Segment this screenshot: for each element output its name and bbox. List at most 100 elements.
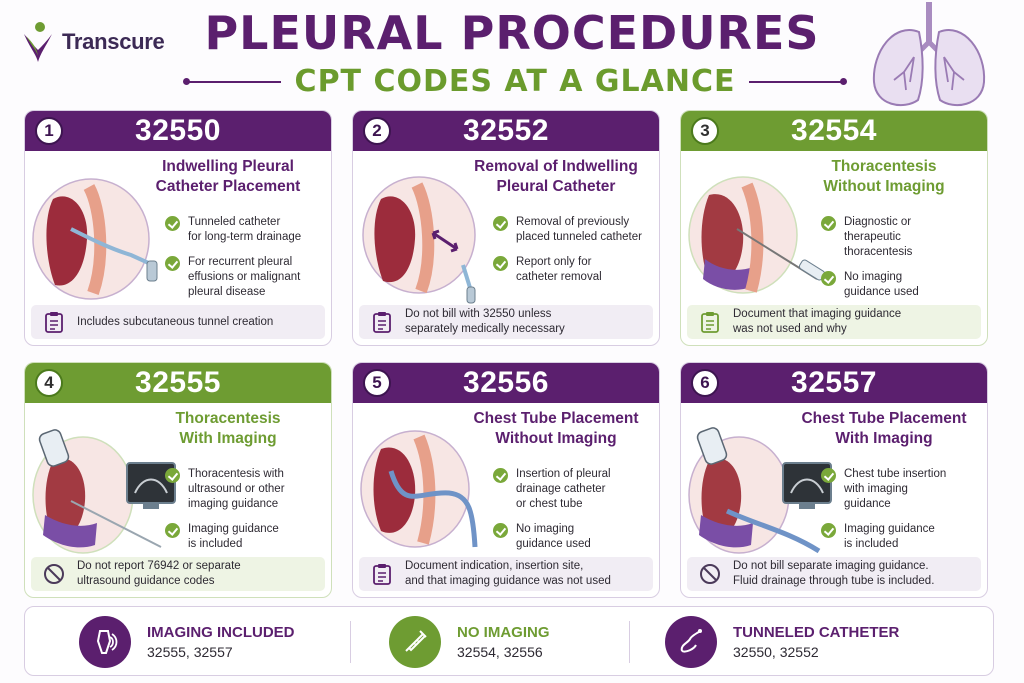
cpt-code: 32557 (791, 366, 877, 399)
subtitle-rule-right (749, 78, 847, 85)
procedure-card-32557: 6 32557 Chest Tube Placement With Imagin… (680, 362, 988, 598)
bullet-list: Chest tube insertion with imaging guidan… (821, 467, 986, 562)
check-icon (493, 523, 508, 538)
card-note: Do not bill with 32550 unless separately… (359, 305, 653, 339)
footer-label: TUNNELED CATHETER (733, 624, 900, 641)
procedure-name-line: Chest Tube Placement (801, 410, 967, 427)
procedure-illustration (31, 421, 181, 561)
check-icon (165, 523, 180, 538)
procedure-name: Indwelling Pleural Catheter Placement (125, 157, 331, 197)
procedure-name-line: Thoracentesis (831, 158, 937, 175)
note-text: Do not bill separate imaging guidance. F… (733, 560, 935, 587)
transcure-logo-icon (24, 22, 52, 62)
bullet-text: Chest tube insertion with imaging guidan… (844, 468, 947, 510)
footer-item-imaging-included: IMAGING INCLUDED 32555, 32557 (79, 615, 295, 669)
procedure-name: Thoracentesis Without Imaging (781, 157, 987, 197)
card-note: Includes subcutaneous tunnel creation (31, 305, 325, 339)
bullet-item: Tunneled catheter for long-term drainage (165, 215, 330, 245)
bullet-list: Removal of previously placed tunneled ca… (493, 215, 658, 295)
card-header: 1 32550 (25, 111, 331, 151)
procedure-name-line: Thoracentesis (175, 410, 281, 427)
procedure-illustration (359, 169, 509, 309)
card-header: 6 32557 (681, 363, 987, 403)
check-icon (821, 216, 836, 231)
procedure-name: Removal of Indwelling Pleural Catheter (453, 157, 659, 197)
summary-footer: IMAGING INCLUDED 32555, 32557 NO IMAGING… (24, 606, 994, 676)
check-icon (493, 256, 508, 271)
bullet-item: For recurrent pleural effusions or malig… (165, 255, 330, 300)
footer-divider (350, 621, 351, 663)
note-text: Do not report 76942 or separate ultrasou… (77, 560, 241, 587)
check-icon (165, 216, 180, 231)
bullet-text: Insertion of pleural drainage catheter o… (516, 468, 611, 510)
procedure-name-line: With Imaging (179, 430, 277, 447)
procedure-name: Thoracentesis With Imaging (125, 409, 331, 449)
procedure-illustration (31, 169, 181, 309)
bullet-list: Tunneled catheter for long-term drainage… (165, 215, 330, 310)
syringe-icon (389, 616, 441, 668)
procedure-illustration (359, 421, 509, 561)
card-number: 6 (691, 369, 719, 397)
cpt-code: 32550 (135, 114, 221, 147)
card-note: Do not report 76942 or separate ultrasou… (31, 557, 325, 591)
check-icon (165, 256, 180, 271)
bullet-text: No imaging guidance used (516, 523, 591, 550)
bullet-text: Imaging guidance is included (844, 523, 935, 550)
bullet-item: No imaging guidance used (493, 522, 658, 552)
no-sign-icon (699, 563, 721, 585)
check-icon (821, 468, 836, 483)
procedure-name-line: Without Imaging (823, 178, 945, 195)
note-text: Do not bill with 32550 unless separately… (405, 308, 565, 335)
procedure-name-line: Without Imaging (495, 430, 617, 447)
cpt-code: 32552 (463, 114, 549, 147)
cpt-code: 32556 (463, 366, 549, 399)
bullet-list: Diagnostic or therapeutic thoracentesis … (821, 215, 986, 310)
procedure-card-32556: 5 32556 Chest Tube Placement Without Ima… (352, 362, 660, 598)
procedure-card-32554: 3 32554 Thoracentesis Without Imaging Di… (680, 110, 988, 346)
clipboard-icon (699, 311, 721, 333)
procedure-name-line: Indwelling Pleural (162, 158, 294, 175)
footer-codes: 32554, 32556 (457, 644, 543, 660)
bullet-item: Thoracentesis with ultrasound or other i… (165, 467, 330, 512)
bullet-item: Imaging guidance is included (821, 522, 986, 552)
bullet-text: No imaging guidance used (844, 271, 919, 298)
procedure-name-line: With Imaging (835, 430, 933, 447)
brand-logo: Transcure (20, 20, 165, 64)
card-number: 4 (35, 369, 63, 397)
cpt-code: 32555 (135, 366, 221, 399)
card-note: Document indication, insertion site, and… (359, 557, 653, 591)
procedure-card-32552: 2 32552 Removal of Indwelling Pleural Ca… (352, 110, 660, 346)
footer-codes: 32550, 32552 (733, 644, 819, 660)
procedure-illustration (687, 169, 837, 309)
clipboard-icon (43, 311, 65, 333)
check-icon (493, 468, 508, 483)
procedure-name: Chest Tube Placement With Imaging (781, 409, 987, 449)
bullet-item: Insertion of pleural drainage catheter o… (493, 467, 658, 512)
bullet-item: Diagnostic or therapeutic thoracentesis (821, 215, 986, 260)
procedure-name-line: Chest Tube Placement (473, 410, 639, 427)
footer-label: IMAGING INCLUDED (147, 624, 295, 641)
bullet-text: Diagnostic or therapeutic thoracentesis (844, 216, 913, 258)
check-icon (165, 468, 180, 483)
procedure-card-32550: 1 32550 Indwelling Pleural Catheter Plac… (24, 110, 332, 346)
note-text: Document indication, insertion site, and… (405, 560, 611, 587)
lungs-illustration (872, 2, 986, 107)
bullet-list: Thoracentesis with ultrasound or other i… (165, 467, 330, 562)
procedure-illustration (687, 421, 837, 561)
footer-label: NO IMAGING (457, 624, 550, 641)
check-icon (821, 523, 836, 538)
footer-codes: 32555, 32557 (147, 644, 233, 660)
procedure-name: Chest Tube Placement Without Imaging (453, 409, 659, 449)
footer-item-no-imaging: NO IMAGING 32554, 32556 (389, 615, 550, 669)
catheter-icon (665, 616, 717, 668)
brand-name: Transcure (62, 29, 165, 54)
card-number: 3 (691, 117, 719, 145)
footer-item-tunneled-catheter: TUNNELED CATHETER 32550, 32552 (665, 615, 899, 669)
procedure-name-line: Catheter Placement (155, 178, 301, 195)
bullet-text: For recurrent pleural effusions or malig… (188, 256, 301, 298)
bullet-text: Imaging guidance is included (188, 523, 279, 550)
page-subtitle: CPT CODES AT A GLANCE (294, 64, 736, 99)
card-number: 1 (35, 117, 63, 145)
subtitle-row: CPT CODES AT A GLANCE (183, 64, 847, 99)
